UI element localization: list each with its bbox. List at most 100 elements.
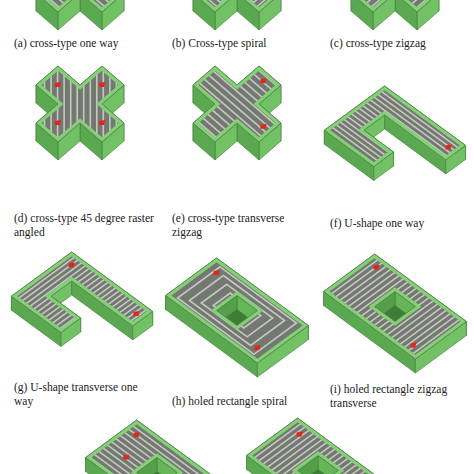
raster-line: [164, 357, 409, 474]
raster-line: [316, 38, 474, 196]
raster-line: [255, 82, 471, 240]
top-rim: [86, 420, 229, 474]
raster-line: [122, 0, 386, 204]
raster-line: [229, 0, 474, 58]
raster-line: [270, 71, 474, 229]
raster-line: [0, 0, 233, 70]
raster-line: [280, 0, 474, 102]
raster-line: [380, 0, 474, 149]
raster-line: [52, 282, 268, 440]
top-face: [193, 0, 281, 12]
top-rim: [193, 66, 281, 142]
raster-line: [6, 0, 270, 38]
raster-line: [0, 207, 166, 365]
caption: (f) U-shape one way: [330, 216, 470, 230]
raster-line: [270, 0, 474, 94]
raster-line: [56, 284, 272, 442]
raster-line: [224, 401, 469, 474]
raster-line: [312, 40, 474, 198]
start-marker: [123, 455, 129, 460]
raster-line: [169, 0, 433, 7]
raster-line: [288, 228, 474, 408]
raster-line: [0, 415, 235, 474]
raster-line: [0, 210, 170, 368]
top-face: [247, 418, 390, 474]
raster-line: [104, 313, 349, 474]
raster-line: [0, 0, 136, 154]
raster-line: [297, 52, 474, 210]
raster-line: [172, 363, 417, 474]
start-marker: [134, 432, 140, 437]
start-marker: [134, 311, 140, 316]
raster-line: [126, 0, 390, 200]
raster-line: [232, 408, 474, 474]
top-face: [36, 66, 124, 142]
printed-part: [193, 0, 281, 30]
raster-line: [181, 149, 426, 329]
raster-line: [168, 0, 170, 265]
raster-line: [0, 182, 132, 340]
raster-line: [80, 12, 344, 240]
raster-line: [271, 215, 474, 395]
raster-line: [308, 43, 474, 201]
raster-line: [288, 448, 474, 474]
start-marker: [374, 265, 380, 270]
raster-line: [2, 0, 266, 42]
raster-line: [201, 0, 465, 34]
raster-line: [217, 110, 433, 268]
raster-line: [304, 46, 474, 204]
raster-line: [177, 367, 422, 474]
raster-line: [309, 244, 474, 424]
caption: (e) cross-type transverse zigzag: [172, 211, 317, 240]
raster-line: [243, 0, 474, 70]
raster-line: [275, 218, 474, 398]
raster-line: [0, 428, 218, 474]
top-outline: [11, 252, 152, 333]
caption: (c) cross-type zigzag: [330, 36, 470, 50]
top-outline: [247, 418, 390, 474]
raster-line: [207, 168, 452, 348]
raster-line: [205, 0, 469, 132]
raster-line: [172, 143, 417, 323]
caption: (h) holed rectangle spiral: [172, 394, 322, 408]
raster-line: [0, 409, 243, 474]
raster-line: [129, 0, 131, 265]
toolpath: [132, 0, 474, 202]
toolpath: [0, 0, 344, 201]
raster-line: [11, 72, 275, 300]
raster-line: [103, 0, 367, 220]
raster-line: [214, 113, 430, 271]
raster-line: [0, 0, 201, 98]
raster-line: [0, 176, 124, 334]
raster-ring: [225, 302, 249, 320]
start-marker: [99, 82, 105, 87]
caption: (d) cross-type 45 degree raster angled: [14, 211, 159, 240]
raster-line: [323, 32, 474, 190]
raster-line: [98, 0, 362, 224]
raster-line: [194, 159, 439, 339]
printed-part: [151, 127, 474, 474]
raster-line: [52, 36, 316, 264]
raster-ring: [204, 0, 270, 3]
raster-line: [15, 68, 279, 296]
raster-line: [395, 0, 474, 202]
raster-line: [155, 351, 400, 474]
top-face: [36, 0, 124, 12]
raster-line: [37, 381, 282, 474]
printed-part: [132, 0, 474, 202]
top-face: [193, 66, 281, 142]
top-outline: [36, 0, 124, 12]
raster-line: [20, 64, 284, 292]
raster-line: [259, 79, 474, 237]
raster-line: [305, 240, 474, 420]
toolpath: [151, 127, 474, 474]
caption: (a) cross-type one way: [14, 36, 164, 50]
raster-line: [282, 63, 474, 221]
raster-line: [224, 181, 469, 361]
raster-line: [29, 56, 293, 284]
top-face: [324, 254, 467, 359]
raster-line: [0, 174, 120, 332]
raster-line: [135, 0, 137, 265]
start-marker: [410, 343, 416, 348]
raster-line: [117, 323, 362, 474]
